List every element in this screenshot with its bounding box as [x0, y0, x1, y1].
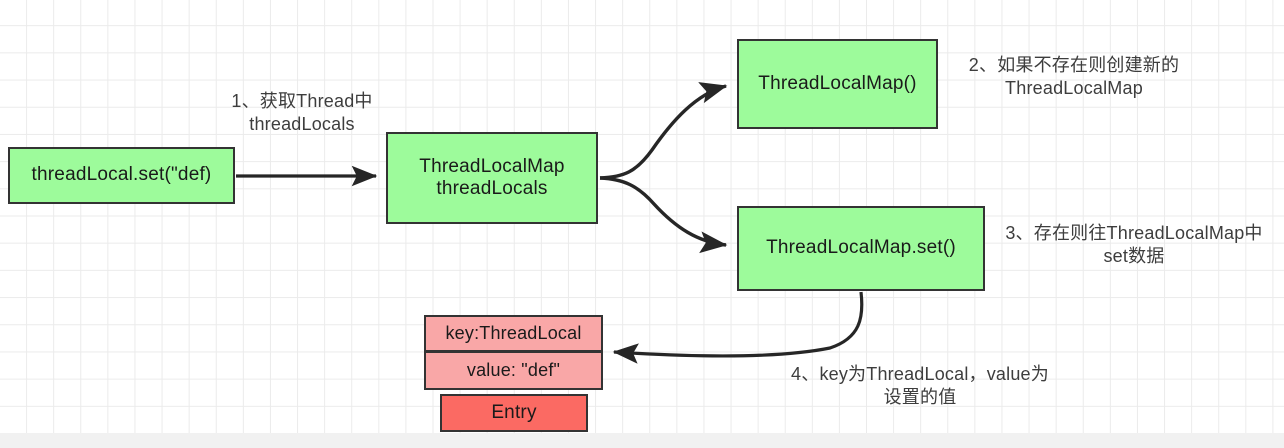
edge-mapset-to-entry [612, 291, 864, 364]
annotation-step-1: 1、获取Thread中 threadLocals [231, 91, 373, 134]
annotation-step-2: 2、如果不存在则创建新的 ThreadLocalMap [968, 55, 1180, 98]
annotation-step-4: 4、key为ThreadLocal，value为 设置的值 [791, 364, 1049, 407]
edge-threadlocals-to-ctor [599, 82, 728, 180]
node-entry-key-row[interactable]: key:ThreadLocal [424, 315, 603, 352]
node-entry-title[interactable]: Entry [440, 394, 588, 432]
node-threadlocalmap-set[interactable]: ThreadLocalMap.set() [737, 206, 985, 291]
node-threadlocalmap-threadlocals[interactable]: ThreadLocalMap threadLocals [386, 132, 598, 224]
bottom-strip [0, 433, 1284, 448]
annotation-step-3: 3、存在则往ThreadLocalMap中 set数据 [1005, 223, 1263, 266]
edge-threadlocals-to-mapset [599, 176, 728, 254]
node-threadlocal-set[interactable]: threadLocal.set("def) [8, 147, 235, 204]
node-threadlocalmap-constructor[interactable]: ThreadLocalMap() [737, 39, 938, 129]
node-entry-value-row[interactable]: value: "def" [424, 351, 603, 390]
